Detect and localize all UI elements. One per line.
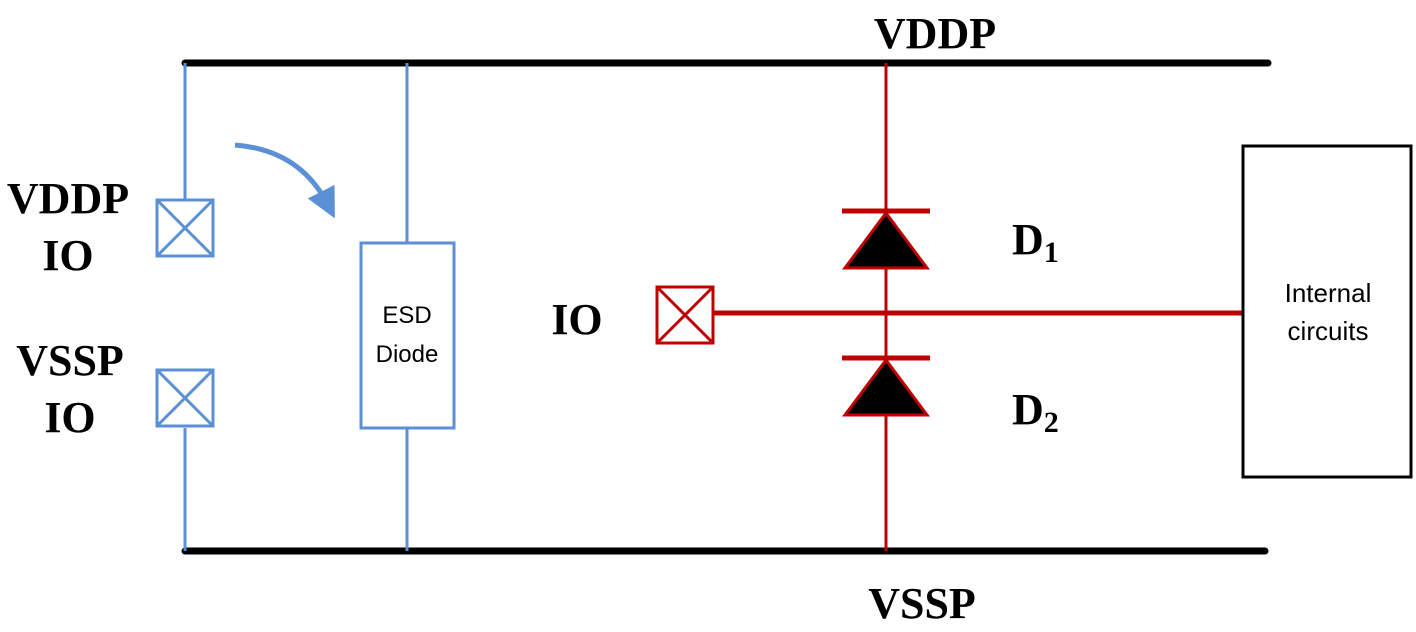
d2-label-main: D xyxy=(1012,385,1044,434)
vssp-io-label-line1: VSSP xyxy=(16,336,124,385)
io-pad-label: IO xyxy=(551,295,602,344)
esd-diode-box xyxy=(359,241,456,430)
vssp-rail-label: VSSP xyxy=(868,579,976,628)
vssp-io-pad xyxy=(155,368,215,428)
io-pad xyxy=(655,285,715,345)
d1-label-sub: 1 xyxy=(1044,236,1059,269)
vddp-io-pad xyxy=(155,198,215,258)
esd-path-group xyxy=(183,63,409,551)
vssp-io-label-line2: IO xyxy=(44,393,95,442)
discharge-arrow xyxy=(234,142,335,219)
esd-diode-label-line2: Diode xyxy=(376,341,439,368)
esd-diode-label-line1: ESD xyxy=(382,302,431,329)
diode-d2 xyxy=(842,355,930,417)
d2-label-sub: 2 xyxy=(1044,406,1059,439)
internal-circuits-label-line2: circuits xyxy=(1288,316,1369,346)
io-path-group xyxy=(713,63,1243,551)
vddp-io-label-line1: VDDP xyxy=(7,174,129,223)
diode-d1 xyxy=(842,208,930,270)
d1-label-main: D xyxy=(1012,215,1044,264)
vddp-io-label-line2: IO xyxy=(42,231,93,280)
internal-circuits-box xyxy=(1241,144,1413,479)
vddp-rail-label: VDDP xyxy=(874,9,996,58)
d1-label: D1 xyxy=(1012,215,1059,269)
d2-label: D2 xyxy=(1012,385,1059,439)
internal-circuits-label-line1: Internal xyxy=(1285,278,1372,308)
